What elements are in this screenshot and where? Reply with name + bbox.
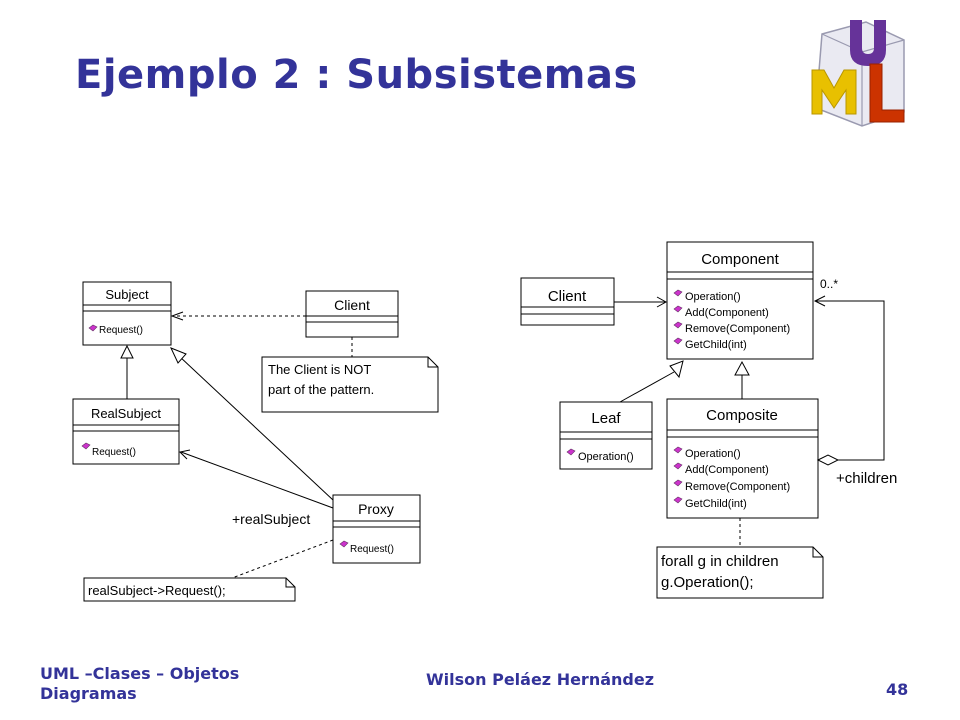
generalization-arrowhead [669,360,684,379]
association-arrowhead [178,449,191,460]
composite-note-line-2: g.Operation(); [661,574,754,591]
generalization-arrowhead [120,344,134,359]
composite-diagram: Client Component Operation() Add(Compone… [520,241,897,599]
component-operation-3: Remove(Component) [685,323,790,335]
realsubject-name: RealSubject [91,406,161,421]
uml-logo [811,20,905,127]
proxy-class: Proxy Request() [332,494,421,564]
component-class: Component Operation() Add(Component) Rem… [666,241,814,360]
proxy-name: Proxy [358,501,394,517]
dependency-arrowhead [170,311,184,321]
leaf-name: Leaf [591,410,621,427]
leaf-class: Leaf Operation() [559,401,653,470]
component-name: Component [701,251,779,268]
subject-name: Subject [105,287,149,302]
composite-operation-2: Add(Component) [685,464,769,476]
association-arrowhead [656,296,668,308]
composite-client-name: Client [548,288,587,305]
proxy-client-class: Client [305,290,399,338]
multiplicity-label: 0..* [820,277,838,291]
subject-class: Subject Request() [82,281,172,346]
proxy-note-text: realSubject->Request(); [88,583,226,598]
generalization-line [619,371,675,403]
generalization-line [178,355,334,501]
footer-author: Wilson Peláez Hernández [426,670,655,689]
component-operation-1: Operation() [685,291,741,303]
composite-operation-1: Operation() [685,448,741,460]
composite-client-class: Client [520,277,615,326]
client-note: The Client is NOT part of the pattern. [261,356,439,413]
composite-operation-3: Remove(Component) [685,481,790,493]
aggregation-line [816,300,885,461]
page-number: 48 [886,680,909,699]
component-operation-4: GetChild(int) [685,339,747,351]
component-operation-2: Add(Component) [685,307,769,319]
proxy-client-name: Client [334,297,370,313]
composite-name: Composite [706,407,778,424]
composite-class: Composite Operation() Add(Component) Rem… [666,398,819,519]
realsubject-role-label: +realSubject [232,511,310,527]
footer-course-title: UML –Clases – Objetos Diagramas [40,664,240,703]
generalization-arrowhead [170,347,187,364]
proxy-note: realSubject->Request(); [83,577,296,602]
children-role-label: +children [836,470,897,487]
subject-operation: Request() [99,325,143,336]
aggregation-arrowhead [813,295,826,307]
realsubject-class: RealSubject Request() [72,398,180,465]
client-note-line-2: part of the pattern. [268,382,374,397]
composite-operation-4: GetChild(int) [685,498,747,510]
slide-title: Ejemplo 2 : Subsistemas [75,52,638,98]
realsubject-operation: Request() [92,447,136,458]
proxy-operation: Request() [350,544,394,555]
aggregation-diamond [816,454,840,466]
note-anchor-line [231,539,334,579]
leaf-operation: Operation() [578,451,634,463]
composite-note: forall g in children g.Operation(); [656,546,824,599]
composite-note-line-1: forall g in children [661,553,779,570]
client-note-line-1: The Client is NOT [268,362,371,377]
proxy-diagram: Subject Request() Client The Client is N… [72,281,439,602]
association-line [180,451,334,509]
generalization-arrowhead [734,360,750,376]
